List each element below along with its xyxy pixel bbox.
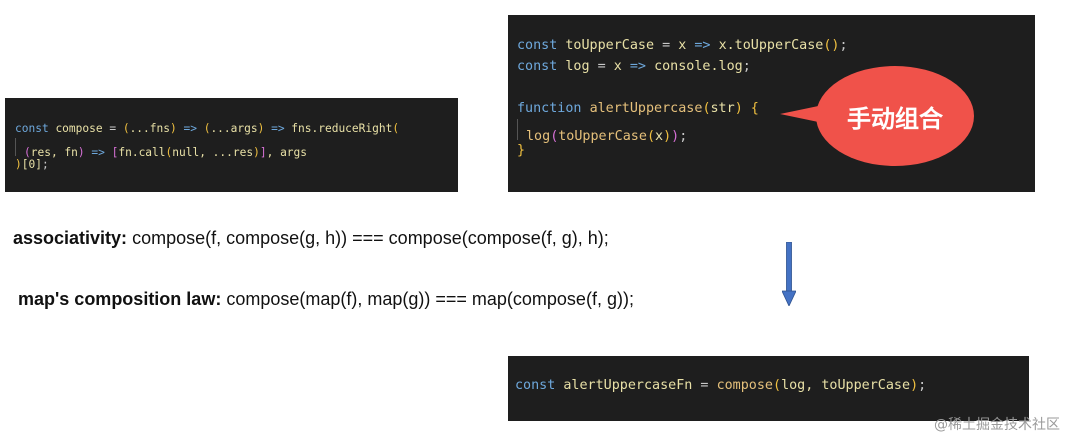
code-line-2: (res, fn) => [fn.call(null, ...res)], ar…	[15, 138, 458, 159]
code-panel-compose: const compose = (...fns) => (...args) =>…	[5, 98, 458, 192]
indent-guide	[15, 138, 24, 156]
code-line-6: }	[517, 143, 526, 158]
code-line-1: const toUpperCase = x => x.toUpperCase()…	[517, 38, 848, 53]
code-line-1: const compose = (...fns) => (...args) =>…	[15, 122, 400, 135]
map-composition-law: map's composition law: compose(map(f), m…	[18, 289, 634, 310]
code-line-4: function alertUppercase(str) {	[517, 101, 759, 116]
code-line-2: const log = x => console.log;	[517, 59, 751, 74]
code-line-3: )[0];	[15, 158, 49, 171]
indent-guide	[517, 119, 526, 140]
code-panel-manual: const toUpperCase = x => x.toUpperCase()…	[508, 15, 1035, 192]
map-composition-text: compose(map(f), map(g)) === map(compose(…	[221, 289, 634, 309]
associativity-text: compose(f, compose(g, h)) === compose(co…	[127, 228, 609, 248]
site-watermark: @稀土掘金技术社区	[934, 417, 1060, 433]
associativity-label: associativity:	[13, 228, 128, 248]
callout-bubble: 手动组合	[816, 66, 974, 166]
arrow-down-icon	[782, 242, 796, 306]
code-line-5: log(toUpperCase(x));	[517, 119, 1035, 144]
code-panel-composed: const alertUppercaseFn = compose(log, to…	[508, 356, 1029, 421]
associativity-law: associativity: compose(f, compose(g, h))…	[13, 228, 609, 249]
map-composition-label: map's composition law:	[18, 289, 222, 309]
callout-text: 手动组合	[847, 104, 943, 133]
code-line-1: const alertUppercaseFn = compose(log, to…	[515, 378, 927, 393]
